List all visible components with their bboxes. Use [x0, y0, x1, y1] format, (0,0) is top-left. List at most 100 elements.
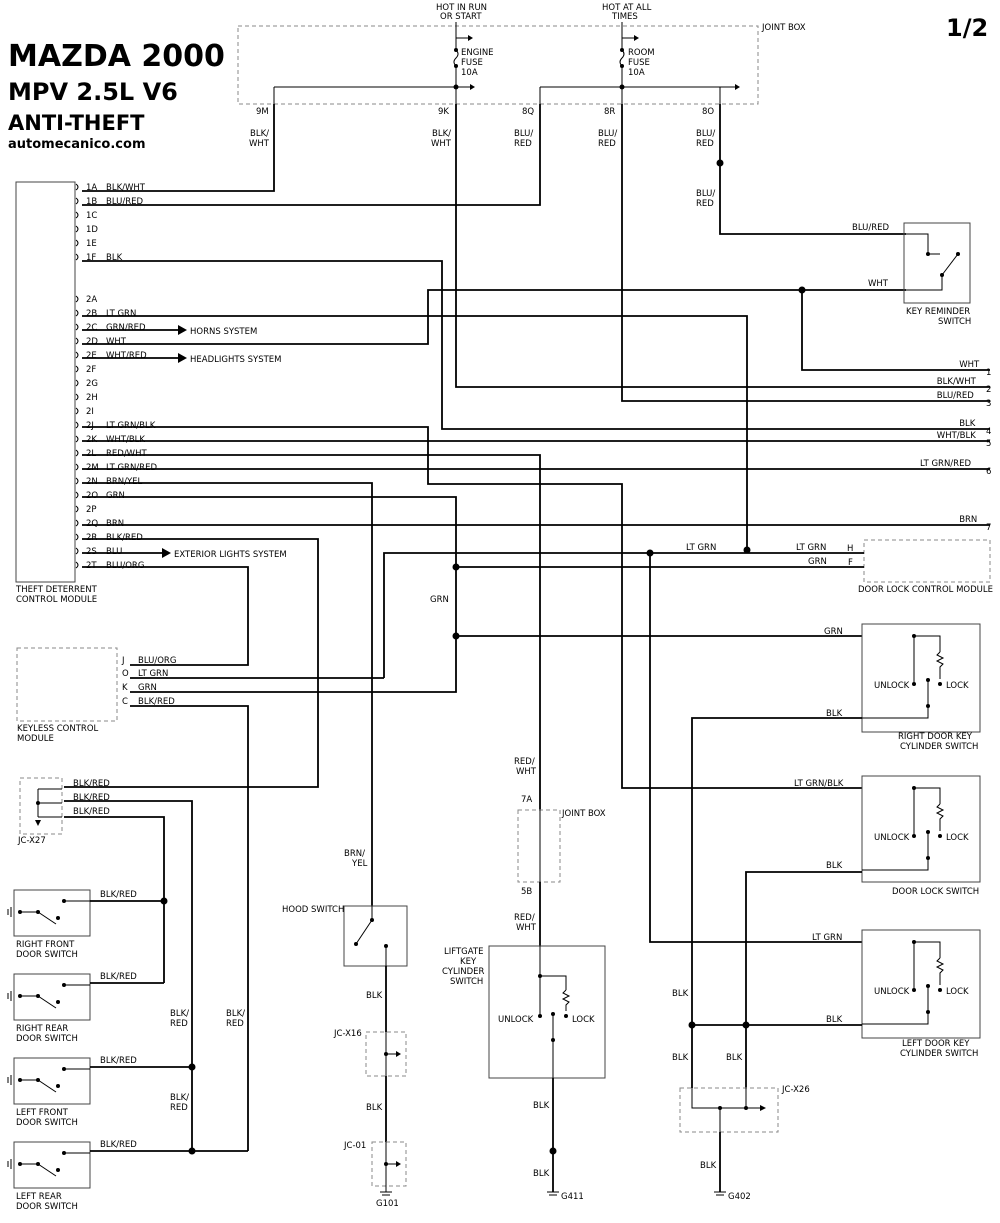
tdcm-wire-2e: WHT/RED: [106, 351, 147, 361]
site-name: automecanico.com: [8, 137, 145, 152]
grn-vertical-label: GRN: [430, 595, 449, 605]
output-wire-7: BRN: [959, 515, 977, 525]
door-switch-label-l1: LEFT REAR: [16, 1192, 62, 1202]
door-switch-wire: BLK/RED: [100, 890, 137, 900]
headlights-arrow-icon: [178, 353, 187, 363]
key-reminder-switch: KEY REMINDER SWITCH: [903, 222, 971, 327]
hot-run-line2: OR START: [440, 12, 482, 22]
door-switch-label-l1: RIGHT REAR: [16, 1024, 68, 1034]
door-switch-label-l1: RIGHT FRONT: [16, 940, 75, 950]
tdcm-pin-marker: [75, 197, 79, 205]
unlock-label: UNLOCK: [874, 833, 910, 843]
output-number-6: 6: [986, 467, 991, 477]
liftgate-blk-1: BLK: [533, 1101, 550, 1111]
left-key-label-l1: LEFT DOOR KEY: [902, 1039, 970, 1049]
wire-8o-l2: RED: [696, 139, 714, 149]
keyless-pin-k: K: [122, 683, 128, 693]
tdcm-wire-2s: BLU: [106, 547, 122, 557]
tdcm-pin-marker: [75, 505, 79, 513]
dlcm-pin-f: F: [848, 558, 853, 568]
blk-red-v1-l2: RED: [170, 1019, 188, 1029]
door-lock-switch-label: DOOR LOCK SWITCH: [892, 887, 979, 897]
tdcm-pin-2g: 2G: [86, 379, 98, 389]
key-reminder-label-l2: SWITCH: [938, 317, 971, 327]
keyless-control-module: KEYLESS CONTROL MODULE: [16, 647, 118, 744]
blk-red-v2-l2: RED: [226, 1019, 244, 1029]
tdcm-wire-2j: LT GRN/BLK: [106, 421, 156, 431]
headlights-system-label: HEADLIGHTS SYSTEM: [190, 355, 282, 365]
room-fuse-l1: ROOM: [628, 48, 655, 58]
jcx26-label: JC-X26: [781, 1085, 810, 1095]
tdcm-pin-marker: [75, 379, 79, 387]
title-make: MAZDA 2000: [8, 39, 225, 74]
jcx27-wire-3: BLK/RED: [73, 807, 110, 817]
key-reminder-label-l1: KEY REMINDER: [906, 307, 970, 317]
tdcm-wire-2r: BLK/RED: [106, 533, 143, 543]
tdcm-wire-2n: BRN/YEL: [106, 477, 143, 487]
tdcm-label-l2: CONTROL MODULE: [16, 595, 97, 605]
tdcm-pin-2j: 2J: [86, 421, 94, 431]
lock-label: LOCK: [946, 681, 969, 691]
hood-wire-in-l1: BRN/: [344, 849, 365, 859]
horns-system-label: HORNS SYSTEM: [190, 327, 257, 337]
keyless-pin-j: J: [121, 656, 125, 666]
tdcm-label-l1: THEFT DETERRENT: [15, 585, 98, 595]
door-switch-label-l1: LEFT FRONT: [16, 1108, 69, 1118]
wire-8q-l1: BLU/: [514, 129, 533, 139]
tdcm-pin-2q: 2Q: [86, 519, 98, 529]
engine-fuse-l2: FUSE: [461, 58, 483, 68]
tdcm-pin-2l: 2L: [86, 449, 96, 459]
tdcm-pin-2a: 2A: [86, 295, 97, 305]
engine-fuse-l3: 10A: [461, 68, 478, 78]
tdcm-pin-marker: [75, 323, 79, 331]
tdcm-pin-marker: [75, 365, 79, 373]
jcx26-blk-out: BLK: [700, 1161, 717, 1171]
lt-grn-label-b: LT GRN: [796, 543, 826, 553]
tdcm-pin-2p: 2P: [86, 505, 97, 515]
hot-run-line1: HOT IN RUN: [436, 3, 487, 13]
tdcm-pin-marker: [75, 211, 79, 219]
door-switch-label-l2: DOOR SWITCH: [16, 950, 78, 960]
keyless-label-l1: KEYLESS CONTROL: [17, 724, 99, 734]
pin-9m: 9M: [256, 107, 269, 117]
keyless-label-l2: MODULE: [17, 734, 54, 744]
tdcm-pin-marker: [75, 183, 79, 191]
keyless-wire-k: GRN: [138, 683, 157, 693]
tdcm-pin-marker: [75, 393, 79, 401]
wire-8r-l2: RED: [598, 139, 616, 149]
jcx27-wire-2: BLK/RED: [73, 793, 110, 803]
wire-8q-l2: RED: [514, 139, 532, 149]
door-switch-label-l2: DOOR SWITCH: [16, 1118, 78, 1128]
dlcm-pin-h: H: [847, 544, 853, 554]
tdcm-pin-marker: [75, 561, 79, 569]
jcx26-blk-a: BLK: [672, 989, 689, 999]
output-number-7: 7: [986, 523, 991, 533]
liftgate-key-cylinder-switch: RED/ WHT 7A JOINT BOX 5B RED/ WHT LIFTGA…: [442, 757, 606, 1202]
pin-5b: 5B: [521, 887, 532, 897]
joint-box-top: JOINT BOX HOT IN RUN OR START HOT AT ALL…: [237, 3, 806, 105]
tdcm-pin-marker: [75, 435, 79, 443]
liftgate-unlock: UNLOCK: [498, 1015, 534, 1025]
left-key-label-l2: CYLINDER SWITCH: [900, 1049, 978, 1059]
wire-bottom-label: BLK: [826, 709, 843, 719]
jc-x16-label: JC-X16: [333, 1029, 362, 1039]
output-number-1: 1: [986, 368, 991, 378]
tdcm-pin-1a: 1A: [86, 183, 97, 193]
engine-fuse-l1: ENGINE: [461, 48, 494, 58]
pin-7a: 7A: [521, 795, 532, 805]
room-fuse-l2: FUSE: [628, 58, 650, 68]
tdcm-pin-2d: 2D: [86, 337, 98, 347]
right-key-label-l2: CYLINDER SWITCH: [900, 742, 978, 752]
hood-switch-label: HOOD SWITCH: [282, 905, 344, 915]
tdcm-wire-2m: LT GRN/RED: [106, 463, 157, 473]
tdcm-pin-2i: 2I: [86, 407, 94, 417]
